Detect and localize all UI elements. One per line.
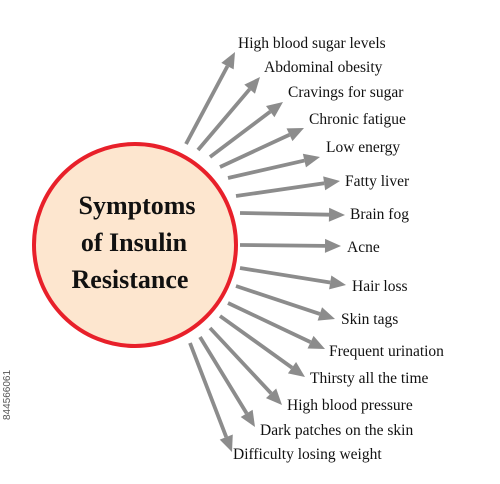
arrow-shaft [208,326,273,395]
arrow-shaft [235,181,325,198]
arrow-shaft [239,243,326,248]
arrow-shaft [239,211,330,217]
arrow-shaft [208,110,272,159]
symptom-label: Brain fog [350,206,409,223]
arrow-head [240,409,255,427]
arrow-head [266,102,283,118]
center-title-line-3: Resistance [72,265,189,294]
arrow-head [307,335,325,349]
arrow-head [302,153,320,168]
center-title-line-2: of Insulin [81,228,188,257]
symptom-label: Abdominal obesity [264,59,383,76]
arrow-head [329,275,346,290]
arrow-head [219,434,233,452]
symptom-label: Skin tags [341,311,398,328]
symptom-label: Cravings for sugar [288,84,404,101]
arrow-shaft [227,301,312,344]
symptom-label: High blood sugar levels [238,35,386,52]
center-circle [32,142,238,348]
watermark-id: 844566061 [2,370,13,420]
arrow-shaft [219,133,291,169]
arrow-shaft [188,342,229,438]
center-title-line-1: Symptoms [78,191,195,220]
symptom-label: Fatty liver [345,173,410,190]
arrow-head [287,361,305,377]
arrow-head [324,238,341,253]
arrow-shaft [198,336,249,415]
arrow-head [221,52,235,70]
symptom-label: Thirsty all the time [310,370,428,387]
arrow-head [323,176,340,191]
arrow-head [265,388,282,405]
symptom-label: Low energy [326,139,400,156]
symptom-label: Chronic fatigue [309,111,406,128]
arrow-shaft [239,266,331,285]
arrow-shaft [227,158,305,180]
symptom-label: High blood pressure [287,397,413,414]
symptom-label: Difficulty losing weight [233,446,382,463]
arrow-shaft [184,65,230,145]
arrow-head [286,128,304,142]
arrow-shaft [235,284,321,316]
symptom-label: Dark patches on the skin [260,422,413,439]
arrow-head [244,77,260,94]
symptom-label: Hair loss [352,278,408,295]
symptom-labels: High blood sugar levels Abdominal obesit… [233,35,444,463]
arrow-head [317,307,335,321]
arrow-shaft [196,87,252,152]
arrows-group [184,52,346,452]
symptom-label: Frequent urination [329,343,444,360]
arrow-shaft [218,314,294,370]
symptom-label: Acne [347,239,380,256]
arrow-head [328,207,345,222]
